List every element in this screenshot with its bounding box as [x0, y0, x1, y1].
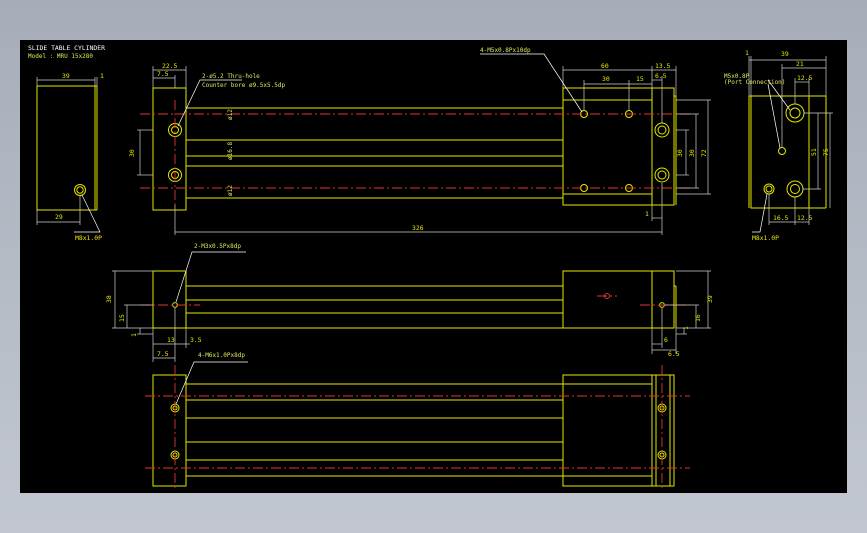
port-note: (Port Connection): [724, 79, 785, 86]
dim-left-offset: 1: [100, 72, 104, 80]
dia-bot-rod: ø12: [227, 185, 234, 196]
dim-60: 60: [601, 62, 609, 70]
dim-30-top: 30: [602, 75, 610, 83]
drawing-title: SLIDE TABLE CYLINDER: [28, 44, 105, 52]
top-slide-table: [562, 87, 653, 206]
bottom-left-end-block: [152, 374, 187, 487]
dim-7-5-top: 7.5: [157, 70, 169, 78]
dim-72: 72: [700, 149, 708, 157]
dim-side-38: 38: [105, 295, 113, 303]
dim-side-3-5: 3.5: [190, 336, 202, 344]
dim-15: 15: [636, 75, 644, 83]
side-slide-table: [562, 270, 653, 329]
dim-side-1: 1: [130, 333, 138, 337]
dia-top-rod: ø12: [227, 109, 234, 120]
dim-r-12-5-top: 12.5: [797, 74, 813, 82]
drawing-canvas: SLIDE TABLE CYLINDER Model : MRU 15x280 …: [28, 44, 833, 490]
dim-side-15: 15: [118, 314, 126, 322]
dim-1-top: 1: [645, 210, 649, 218]
dim-r-51: 51: [810, 148, 818, 156]
dim-left-width: 39: [62, 72, 70, 80]
counter-bore-note: Counter bore ø9.5x5.5dp: [202, 82, 285, 89]
dim-r-21: 21: [796, 60, 804, 68]
right-bottom-callout: M8x1.0P: [752, 234, 779, 242]
left-port-hole: [74, 184, 86, 196]
side-tap-note: 2-M3x0.5Px8dp: [194, 243, 241, 250]
dim-side-1-right: 1: [682, 326, 690, 330]
dim-left-bottom: 29: [55, 213, 63, 221]
dim-30-r1: 30: [676, 149, 684, 157]
dim-side-6-5: 6.5: [668, 350, 680, 358]
bottom-right-end-plate: [651, 374, 675, 487]
top-left-end-block: [152, 87, 187, 211]
side-right-end-plate: [651, 270, 675, 329]
dim-side-13: 13: [167, 336, 175, 344]
dim-r-12-5-bot: 12.5: [797, 214, 813, 222]
dim-13-5: 13.5: [655, 62, 671, 70]
dim-side-7-5: 7.5: [157, 350, 169, 358]
dim-side-6: 6: [664, 336, 668, 344]
left-end-body: [36, 85, 96, 211]
cad-viewport[interactable]: SLIDE TABLE CYLINDER Model : MRU 15x280 …: [20, 40, 847, 493]
dim-22-5: 22.5: [162, 62, 178, 70]
tap-top-note: 4-M5x0.8Px10dp: [480, 47, 531, 54]
bottom-slide-table: [562, 374, 653, 487]
dim-r-39: 39: [781, 50, 789, 58]
drawing-model: Model : MRU 15x280: [28, 53, 93, 60]
dim-r-75: 75: [822, 148, 830, 156]
dim-side-16: 16: [694, 314, 702, 322]
dia-mid-rod: ø16.8: [227, 142, 234, 160]
left-end-view: 39 1 29 M8x1.0P: [36, 72, 104, 242]
dim-side-39: 39: [706, 295, 714, 303]
dim-30-r2: 30: [688, 149, 696, 157]
dim-r-16-5: 16.5: [773, 214, 789, 222]
thru-hole-note: 2-ø5.2 Thru-hole: [202, 73, 260, 80]
top-right-end-plate: [651, 87, 675, 206]
bottom-tap-note: 4-M6x1.0Px8dp: [198, 352, 245, 359]
side-view: 2-M3x0.5Px8dp 38 15 1 13 3.5 7.5 39 16 1: [105, 243, 714, 362]
dim-r-1: 1: [745, 49, 749, 57]
dim-326: 326: [412, 224, 424, 232]
port-callout: M5x0.8P: [724, 73, 750, 80]
top-view: ø12 ø16.8 ø12 22.5 7.5 2-ø5.2 Thru-hole …: [128, 47, 711, 235]
left-port-callout: M8x1.0P: [75, 234, 102, 242]
side-left-end-block: [152, 270, 187, 329]
bottom-view: 4-M6x1.0Px8dp: [145, 352, 690, 490]
dim-6-5-top: 6.5: [655, 72, 667, 80]
right-end-view: 1 39 21 12.5 M5x0.8P (Port Connection) 5…: [724, 49, 833, 242]
dim-30-left: 30: [128, 149, 136, 157]
